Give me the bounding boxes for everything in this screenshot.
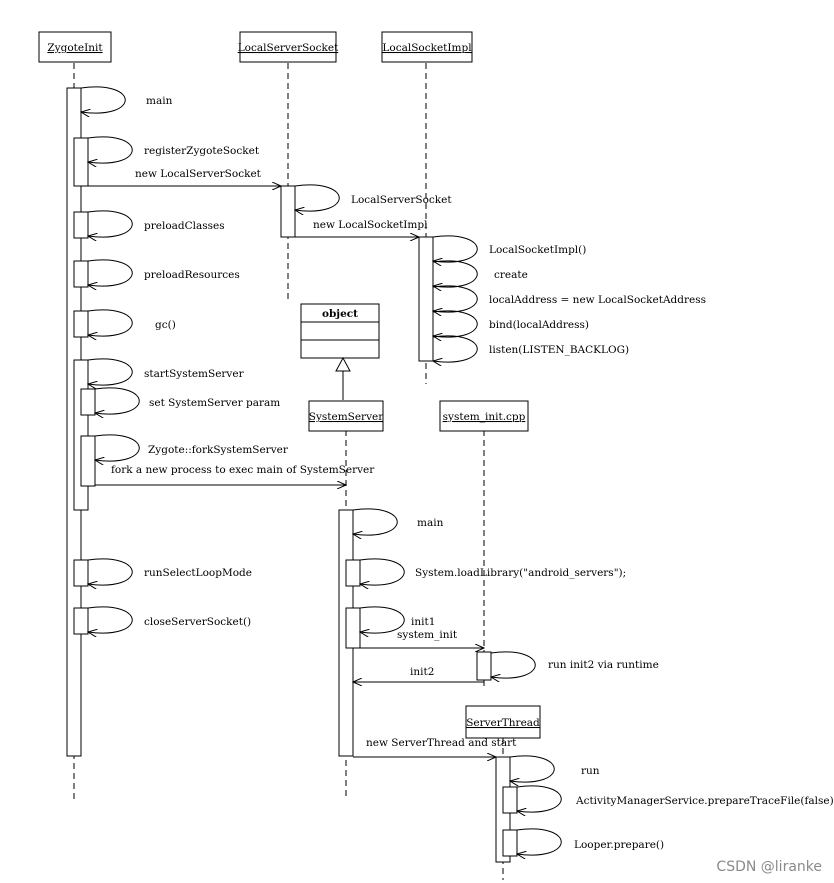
activation-local-socket-impl bbox=[418, 236, 434, 362]
message-label-load-library: System.loadLibrary("android_servers"); bbox=[415, 567, 626, 579]
activation-system-server-load-library bbox=[345, 559, 361, 587]
activation-zygote-run-select-loop bbox=[73, 559, 89, 587]
message-label-init1: init1 bbox=[411, 616, 435, 628]
object-class-box: object bbox=[300, 303, 380, 359]
message-label-gc: gc() bbox=[155, 319, 176, 331]
participant-system-server: SystemServer bbox=[308, 400, 384, 432]
object-class-title: object bbox=[322, 308, 358, 320]
message-label-new-local-server-socket: new LocalServerSocket bbox=[135, 168, 262, 180]
self-call-init1 bbox=[360, 606, 405, 633]
self-call-listen bbox=[433, 335, 478, 362]
self-call-bind bbox=[433, 310, 478, 337]
participant-zygote-init-label: ZygoteInit bbox=[47, 42, 103, 54]
self-call-fork-system-server bbox=[95, 434, 140, 461]
self-call-preload-resources bbox=[88, 259, 133, 286]
message-label-register-zygote-socket: registerZygoteSocket bbox=[144, 145, 260, 157]
self-call-local-server-socket bbox=[295, 184, 340, 211]
self-call-looper-prepare bbox=[517, 828, 562, 855]
message-label-ss-main: main bbox=[417, 517, 444, 529]
self-call-load-library bbox=[360, 558, 405, 585]
participant-zygote-init: ZygoteInit bbox=[38, 31, 112, 63]
message-label-listen: listen(LISTEN_BACKLOG) bbox=[489, 344, 629, 356]
message-label-looper-prepare: Looper.prepare() bbox=[574, 839, 664, 851]
self-call-run bbox=[510, 755, 555, 782]
message-label-main: main bbox=[146, 95, 173, 107]
message-label-local-address: localAddress = new LocalSocketAddress bbox=[489, 294, 706, 306]
participant-server-thread: ServerThread bbox=[465, 705, 541, 739]
activation-zygote-close-socket bbox=[73, 607, 89, 635]
message-label-local-server-socket: LocalServerSocket bbox=[351, 194, 452, 206]
message-label-set-system-server-param: set SystemServer param bbox=[149, 397, 280, 409]
message-label-run: run bbox=[581, 765, 600, 777]
generalization-arrowhead bbox=[335, 356, 351, 372]
message-label-preload-classes: preloadClasses bbox=[144, 220, 225, 232]
self-call-prepare-trace-file bbox=[517, 785, 562, 812]
participant-server-thread-label: ServerThread bbox=[466, 717, 540, 729]
self-call-local-socket-impl-ctor bbox=[433, 235, 478, 262]
activation-local-server-socket bbox=[280, 185, 296, 238]
self-call-run-select-loop bbox=[88, 558, 133, 585]
message-label-prepare-trace-file: ActivityManagerService.prepareTraceFile(… bbox=[575, 795, 834, 807]
self-call-local-address bbox=[433, 285, 478, 312]
watermark: CSDN @liranke bbox=[716, 859, 822, 875]
participant-local-server-socket-label: LocalServerSocket bbox=[238, 42, 339, 54]
participant-local-server-socket: LocalServerSocket bbox=[238, 31, 339, 63]
activation-zygote-preload-resources bbox=[73, 260, 89, 288]
activation-zygote-fork bbox=[80, 435, 96, 487]
message-label-preload-resources: preloadResources bbox=[144, 269, 240, 281]
activation-system-server-init1 bbox=[345, 607, 361, 649]
participant-system-init-cpp-label: system_init.cpp bbox=[443, 411, 526, 423]
participant-local-socket-impl-label: LocalSocketImpl bbox=[382, 42, 472, 54]
self-call-register-zygote-socket bbox=[88, 136, 133, 163]
message-label-run-init2: run init2 via runtime bbox=[548, 659, 659, 671]
message-label-bind: bind(localAddress) bbox=[489, 319, 589, 331]
message-label-system-init: system_init bbox=[397, 629, 458, 641]
self-call-set-param bbox=[95, 387, 140, 414]
message-label-create: create bbox=[494, 269, 528, 281]
activation-zygote-set-param bbox=[80, 388, 96, 416]
activation-server-thread-prepare-trace bbox=[502, 786, 518, 814]
message-label-new-local-socket-impl: new LocalSocketImpl bbox=[313, 219, 428, 231]
message-label-fork-system-server: Zygote::forkSystemServer bbox=[148, 444, 289, 456]
self-call-start-system-server bbox=[88, 358, 133, 385]
self-call-preload-classes bbox=[88, 210, 133, 237]
self-call-create bbox=[433, 260, 478, 287]
self-call-close-socket bbox=[88, 606, 133, 633]
message-label-run-select-loop-mode: runSelectLoopMode bbox=[144, 567, 252, 579]
participant-system-server-label: SystemServer bbox=[309, 411, 384, 423]
activation-zygote-gc bbox=[73, 310, 89, 338]
message-label-fork-new-process: fork a new process to exec main of Syste… bbox=[111, 464, 375, 476]
self-call-gc bbox=[88, 309, 133, 336]
self-call-main bbox=[81, 86, 126, 113]
activation-server-thread-looper bbox=[502, 829, 518, 857]
activation-system-init bbox=[476, 651, 492, 681]
message-label-close-server-socket: closeServerSocket() bbox=[144, 616, 251, 628]
participant-local-socket-impl: LocalSocketImpl bbox=[381, 31, 473, 63]
self-call-ss-main bbox=[353, 508, 398, 535]
message-label-init2: init2 bbox=[410, 666, 434, 678]
activation-zygote-start-system-server bbox=[73, 359, 89, 511]
participant-system-init-cpp: system_init.cpp bbox=[439, 400, 529, 432]
self-call-run-init2 bbox=[491, 651, 536, 678]
message-label-start-system-server: startSystemServer bbox=[144, 368, 245, 380]
activation-zygote-register bbox=[73, 137, 89, 187]
message-label-local-socket-impl: LocalSocketImpl() bbox=[489, 244, 586, 256]
activation-zygote-preload-classes bbox=[73, 211, 89, 239]
message-label-new-server-thread: new ServerThread and start bbox=[366, 737, 517, 749]
